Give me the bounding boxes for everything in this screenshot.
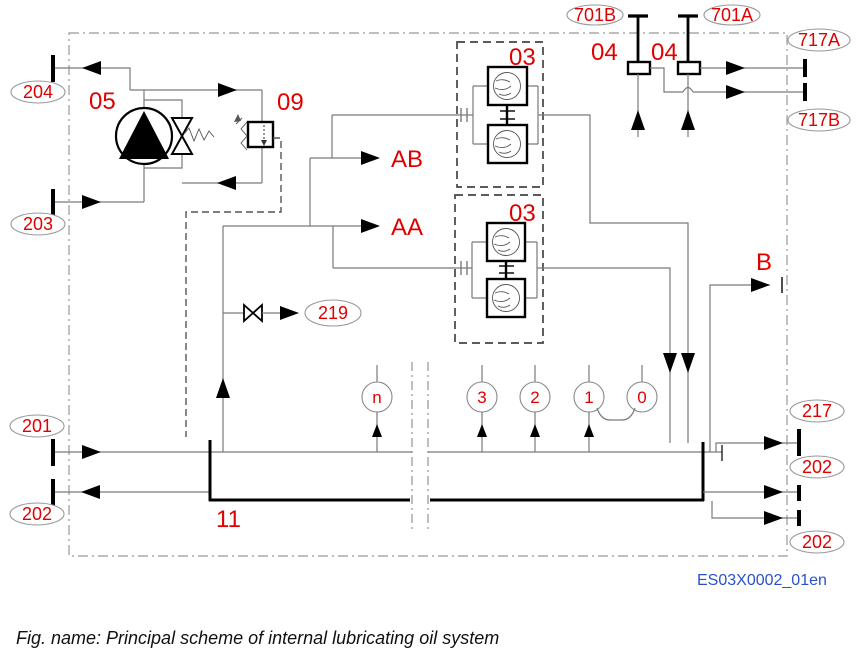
connection-203: 203 xyxy=(10,189,144,236)
lube-point-2-label: 2 xyxy=(530,388,539,407)
valve-icon xyxy=(243,302,255,324)
connection-202-left-label: 202 xyxy=(22,504,52,524)
connection-717a: 717A xyxy=(726,28,851,77)
filter-lower-label: 03 xyxy=(509,200,536,227)
control-sense-line xyxy=(185,137,282,437)
lube-point-0-label: 0 xyxy=(637,388,646,407)
flow-arrow-right xyxy=(82,445,101,459)
pipe-break-lines xyxy=(411,360,429,532)
flow-arrow-right xyxy=(218,83,237,97)
flow-arrow-up xyxy=(681,110,695,130)
spring-icon xyxy=(183,127,215,143)
connection-202-right-upper-label: 202 xyxy=(802,457,832,477)
flow-arrow-right xyxy=(361,219,380,233)
lube-point-n: n xyxy=(361,365,393,452)
connection-217: 217 xyxy=(715,399,845,456)
flow-arrow-up xyxy=(584,424,594,437)
connection-717b-label: 717B xyxy=(798,110,840,130)
flow-arrow-up xyxy=(530,424,540,437)
separator-unit-04-right: 04 701A xyxy=(651,4,803,137)
connection-202-right-lower-label: 202 xyxy=(802,532,832,552)
pump-05: 05 xyxy=(89,83,262,202)
separator-right-label: 04 xyxy=(651,39,678,66)
outlet-ab: AB xyxy=(361,146,423,173)
flow-arrow-up xyxy=(477,424,487,437)
lube-point-3: 3 xyxy=(466,365,498,452)
connection-701a-label: 701A xyxy=(711,5,753,25)
filter-upper-label: 03 xyxy=(509,44,536,71)
regulator-arrow-icon xyxy=(261,140,267,146)
link-0-to-1 xyxy=(596,407,636,421)
connection-717a-label: 717A xyxy=(798,30,840,50)
figure-caption: Fig. name: Principal scheme of internal … xyxy=(16,628,500,648)
connection-717b: 717B xyxy=(726,83,851,132)
filter-unit-03-upper: 03 xyxy=(456,41,689,443)
pilot-arrow-icon xyxy=(234,114,241,122)
filter-element-icon xyxy=(492,284,520,312)
lube-point-2: 2 xyxy=(519,365,551,452)
outlet-b: B xyxy=(709,249,783,452)
flow-arrow-right xyxy=(280,306,299,320)
oil-sump-11: 11 xyxy=(208,440,705,533)
filter-element-icon xyxy=(493,130,521,158)
outlet-b-label: B xyxy=(756,249,772,276)
flow-arrow-right xyxy=(764,436,783,450)
flow-arrow-up xyxy=(372,424,382,437)
flow-arrow-right xyxy=(726,61,745,75)
filter-drain-arrows xyxy=(663,353,695,373)
connection-202-right-lower: 202 xyxy=(711,501,845,554)
flow-arrow-left xyxy=(81,485,100,499)
flow-arrow-right xyxy=(361,151,380,165)
lube-point-n-label: n xyxy=(372,388,381,407)
flow-arrow-down xyxy=(681,353,695,373)
connection-203-label: 203 xyxy=(23,214,53,234)
lube-point-1: 1 xyxy=(573,365,605,452)
lube-points: n 3 2 1 0 xyxy=(361,365,658,452)
filter-element-icon xyxy=(493,72,521,100)
pressure-regulator-09: 09 xyxy=(185,89,304,437)
connection-701b-label: 701B xyxy=(574,5,616,25)
regulator-label: 09 xyxy=(277,89,304,116)
pump-triangle xyxy=(119,111,169,159)
spring-icon xyxy=(240,121,248,151)
lube-point-1-label: 1 xyxy=(584,388,593,407)
connection-201: 201 xyxy=(9,414,723,466)
flow-arrow-right xyxy=(764,485,783,499)
flow-arrow-right xyxy=(726,85,745,99)
valve-connection-219: 219 xyxy=(223,299,362,327)
flow-arrow-up xyxy=(631,110,645,130)
flow-arrow-right xyxy=(82,195,101,209)
separator-unit-04-left: 04 701B xyxy=(566,4,803,137)
connection-204-label: 204 xyxy=(23,82,53,102)
lubricating-oil-diagram: 204 203 05 09 xyxy=(9,4,851,589)
lube-point-3-label: 3 xyxy=(477,388,486,407)
pump-label: 05 xyxy=(89,88,116,115)
connection-201-label: 201 xyxy=(22,416,52,436)
flow-arrow-down xyxy=(663,353,677,373)
outlet-aa-label: AA xyxy=(391,214,423,241)
system-boundary xyxy=(68,32,788,557)
lube-point-0: 0 xyxy=(596,365,658,421)
flow-arrow-left xyxy=(82,61,101,75)
supply-lines xyxy=(216,108,473,452)
flow-arrow-right xyxy=(751,278,770,292)
flow-arrow-left xyxy=(217,176,236,190)
connection-217-label: 217 xyxy=(802,401,832,421)
filter-unit-03-lower: 03 xyxy=(454,194,671,443)
orifice-icon xyxy=(626,60,652,76)
tank-label: 11 xyxy=(216,506,241,533)
separator-left-label: 04 xyxy=(591,39,618,66)
flow-arrow-up xyxy=(216,378,230,398)
relief-valve-icon xyxy=(170,117,194,139)
filter-element-icon xyxy=(492,228,520,256)
outlet-aa: AA xyxy=(361,214,423,241)
connection-202-right-upper: 202 xyxy=(703,455,845,501)
connection-202-left: 202 xyxy=(9,479,210,526)
connection-204: 204 xyxy=(10,55,131,104)
connection-219-label: 219 xyxy=(318,303,348,323)
orifice-icon xyxy=(676,60,702,76)
document-code: ES03X0002_01en xyxy=(697,572,827,589)
outlet-ab-label: AB xyxy=(391,146,423,173)
flow-arrow-right xyxy=(764,511,783,525)
